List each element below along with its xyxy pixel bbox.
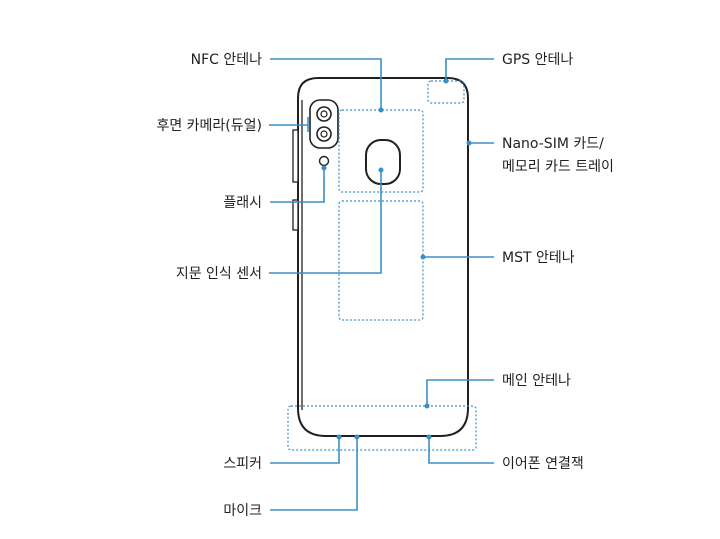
- nfc-leader: [270, 58, 382, 110]
- sim-tray-label-line2: 메모리 카드 트레이: [502, 159, 614, 175]
- fingerprint-leader: [269, 170, 382, 274]
- flash-leader: [270, 168, 325, 203]
- mic-leader: [270, 437, 358, 511]
- nfc-antenna-label: NFC 안테나: [191, 52, 263, 68]
- main-antenna-label: 메인 안테나: [502, 373, 571, 389]
- camera-module: [309, 99, 339, 149]
- gps-zone: [427, 80, 465, 104]
- microphone-label: 마이크: [223, 503, 262, 519]
- earphone-leader: [428, 437, 494, 464]
- phone-body: [297, 77, 469, 437]
- speaker-leader: [270, 437, 340, 464]
- nfc-zone: [338, 109, 424, 193]
- sim-tray-label-line1: Nano-SIM 카드/: [502, 136, 604, 152]
- leader-lines: [269, 58, 494, 511]
- rear-camera-label: 후면 카메라(듀얼): [156, 118, 262, 134]
- bottom-antenna-zone: [287, 405, 477, 451]
- flash-icon: [318, 155, 330, 167]
- gps-antenna-label: GPS 안테나: [502, 52, 573, 68]
- gps-leader: [445, 58, 494, 81]
- earphone-jack-label: 이어폰 연결잭: [502, 456, 584, 472]
- mst-antenna-label: MST 안테나: [502, 250, 575, 266]
- main-antenna-leader: [426, 379, 494, 406]
- fingerprint-sensor: [365, 139, 401, 185]
- fingerprint-sensor-label: 지문 인식 센서: [176, 266, 262, 282]
- side-buttons: [292, 129, 299, 231]
- speaker-label: 스피커: [223, 456, 262, 472]
- flash-label: 플래시: [223, 195, 262, 211]
- labels: NFC 안테나 GPS 안테나 후면 카메라(듀얼) Nano-SIM 카드/ …: [156, 52, 614, 519]
